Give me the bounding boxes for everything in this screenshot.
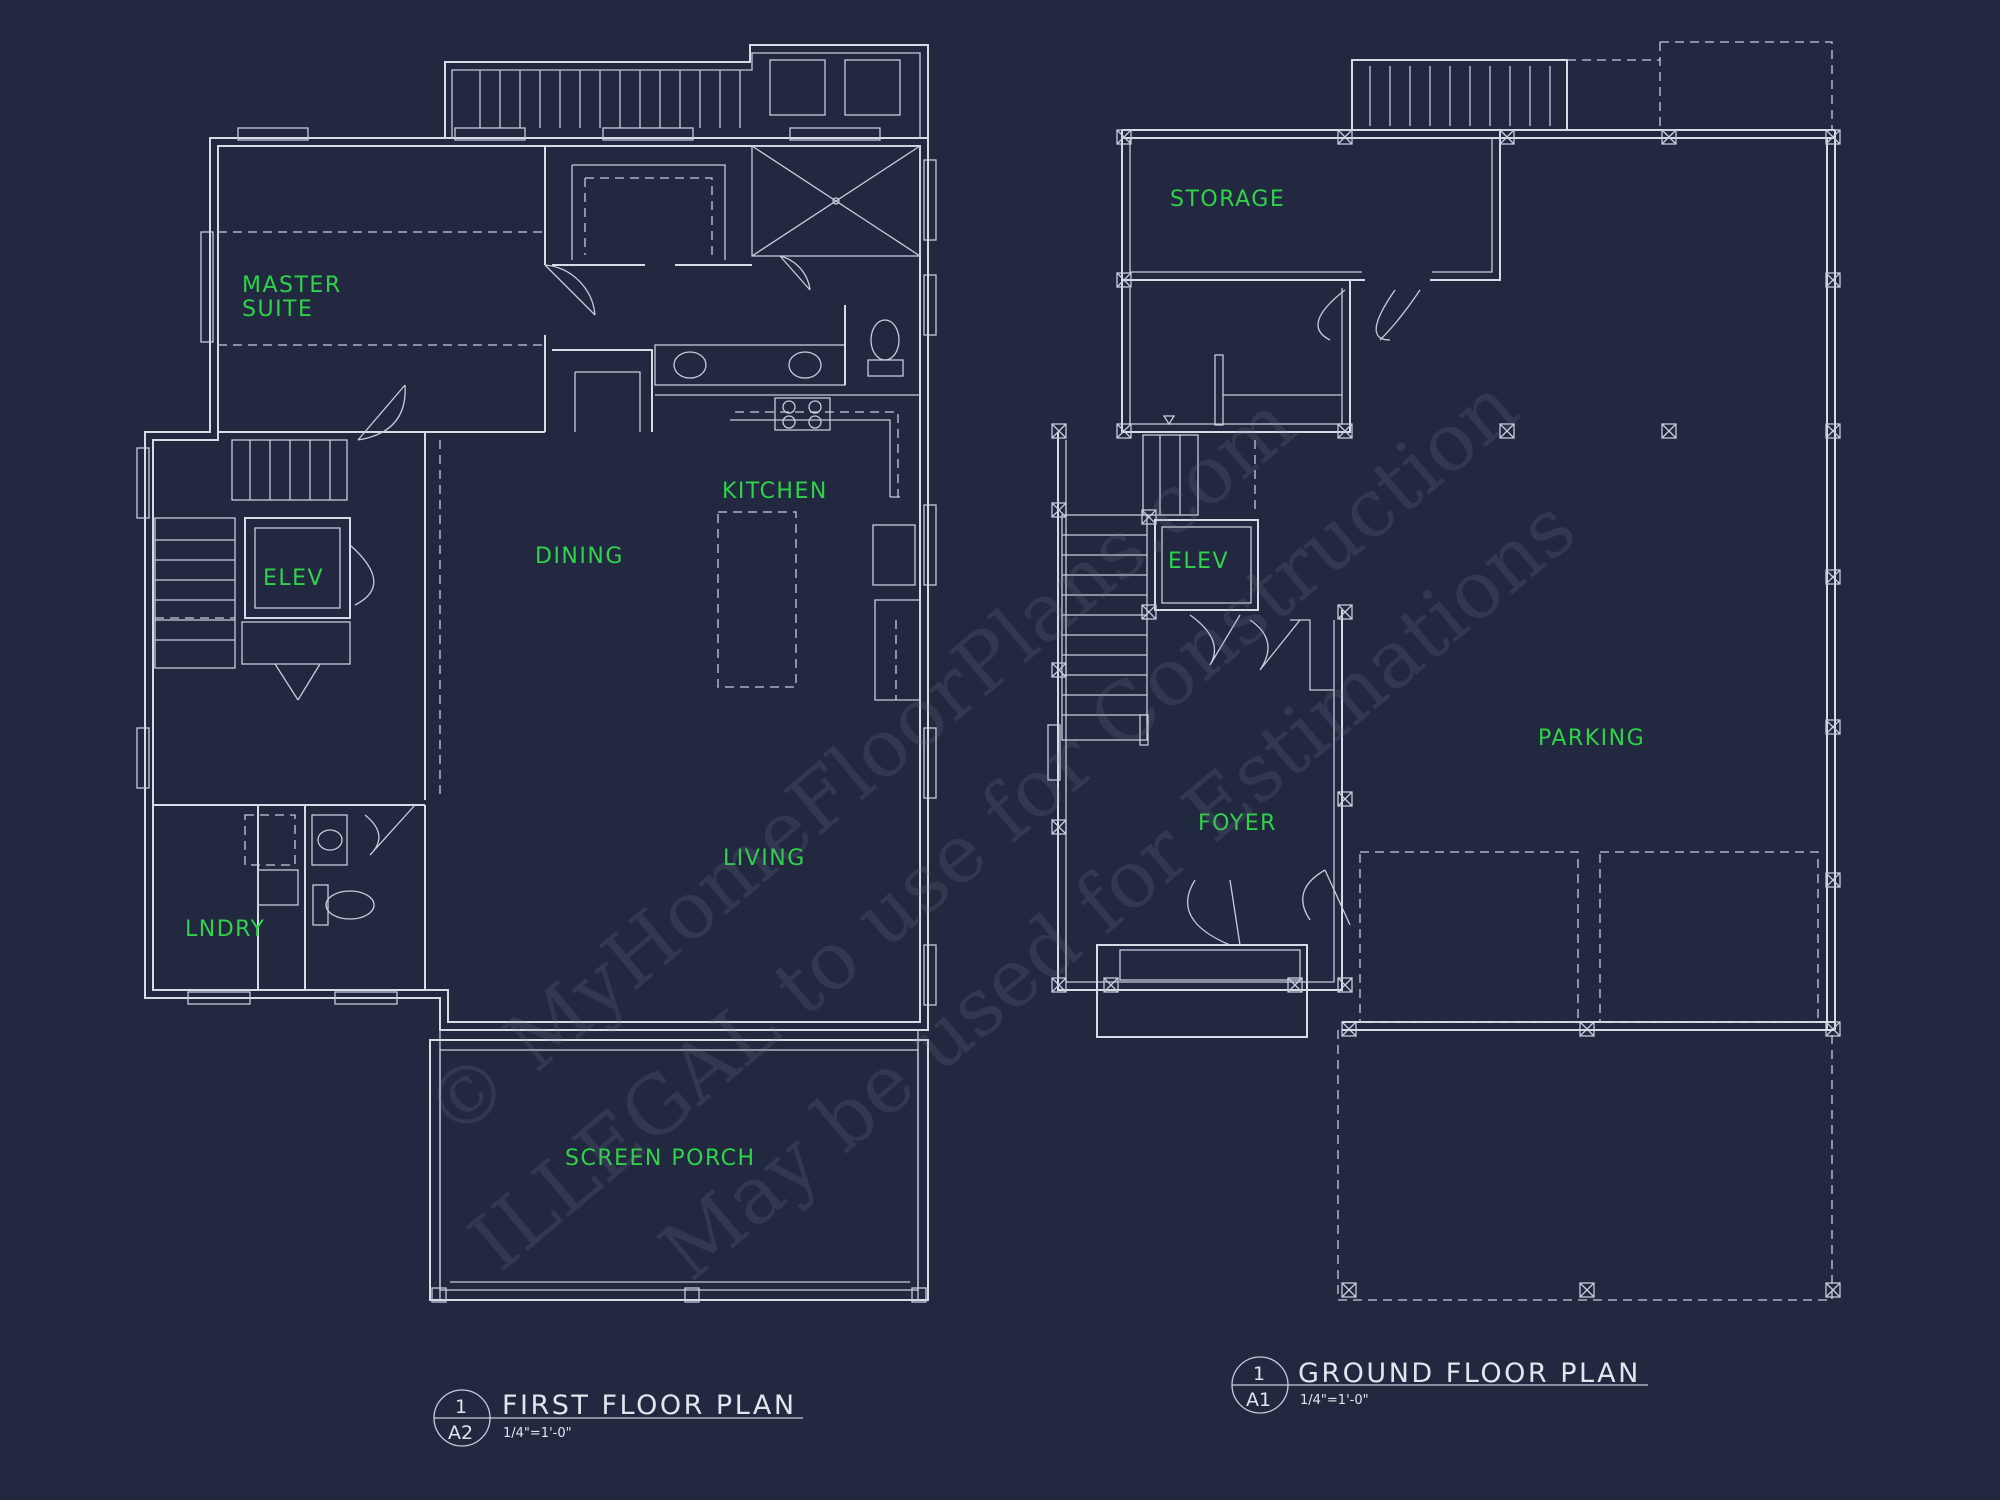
first-floor-stair-treads: [249, 440, 331, 500]
top-deck-railing: [479, 70, 741, 128]
watermark: © MyHomeFloorPlans.com ILLEGAL to use fo…: [407, 359, 1593, 1298]
ground-floor-stair-upper: [1159, 435, 1181, 515]
first-floor-scale: 1/4"=1'-0": [503, 1426, 572, 1441]
first-floor-sheet-number: A2: [448, 1422, 473, 1444]
ground-floor-column-markers: [1051, 129, 1841, 1298]
first-floor-detail-number: 1: [455, 1396, 467, 1418]
room-label-screen-porch: SCREEN PORCH: [565, 1146, 756, 1171]
room-label-living: LIVING: [723, 846, 806, 871]
room-label-lndry: LNDRY: [185, 917, 265, 942]
ground-floor-stair-lower: [1062, 534, 1147, 716]
ground-floor-title: GROUND FLOOR PLAN: [1298, 1358, 1641, 1389]
ground-floor-plan: [1047, 41, 1841, 1301]
room-label-master-suite-line2: SUITE: [242, 297, 313, 322]
first-floor-title-block: [433, 1389, 803, 1447]
ground-floor-title-block: [1231, 1356, 1648, 1414]
room-label-elev-ground: ELEV: [1168, 549, 1229, 574]
ground-floor-scale: 1/4"=1'-0": [1300, 1393, 1369, 1408]
first-floor-plan: [136, 44, 937, 1303]
first-floor-title: FIRST FLOOR PLAN: [502, 1390, 797, 1421]
room-label-foyer: FOYER: [1198, 811, 1277, 836]
room-label-parking: PARKING: [1538, 726, 1645, 751]
room-label-storage: STORAGE: [1170, 187, 1285, 212]
ground-floor-detail-number: 1: [1253, 1363, 1265, 1385]
first-floor-stair-steps: [155, 539, 235, 641]
room-label-elev-first: ELEV: [263, 566, 324, 591]
room-label-master-suite-line1: MASTER: [242, 273, 342, 298]
ground-floor-top-stair: [1369, 66, 1551, 126]
room-label-kitchen: KITCHEN: [722, 479, 828, 504]
watermark-line-2: ILLEGAL to use for Construction: [452, 359, 1535, 1288]
room-label-dining: DINING: [535, 544, 624, 569]
ground-floor-sheet-number: A1: [1246, 1389, 1271, 1411]
porch-screen-posts: [431, 1287, 927, 1303]
